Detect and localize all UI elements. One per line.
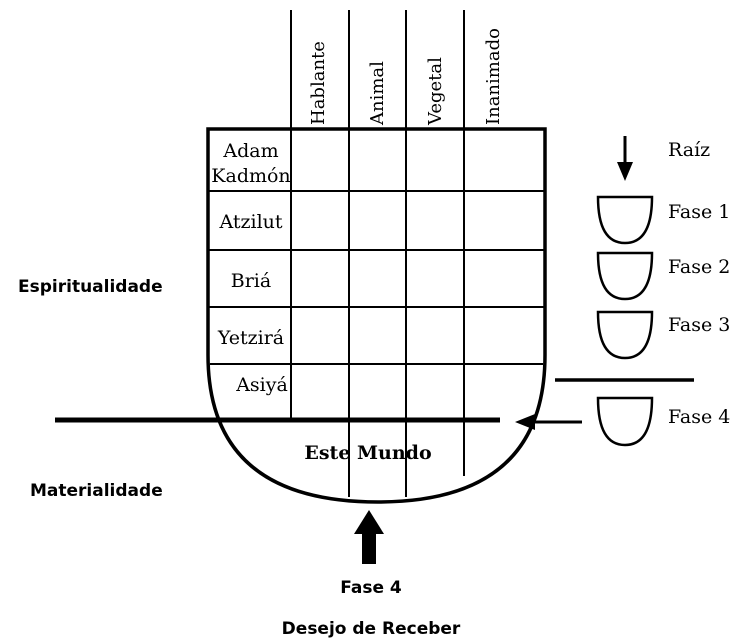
phase-label-1: Fase 1 [668, 201, 730, 223]
left-arrow-icon [515, 414, 582, 430]
root-arrow-icon [617, 136, 633, 181]
world-label-asiya: Asiyá [235, 374, 288, 396]
world-label-bria: Briá [231, 270, 271, 292]
world-label-yetzira: Yetzirá [217, 327, 284, 349]
world-label-kadmon: Kadmón [211, 165, 290, 187]
cup-icon-phase-4 [596, 396, 654, 447]
world-label-atzilut: Atzilut [218, 211, 282, 233]
row-lines [208, 190, 545, 365]
up-arrow-icon [354, 510, 384, 564]
world-label-adam: Adam [222, 140, 278, 162]
column-header-animal: Animal [367, 61, 388, 126]
phase-label-4: Fase 4 [668, 406, 730, 428]
phase-cup-icons [596, 195, 654, 447]
column-header-vegetal: Vegetal [425, 57, 446, 126]
column-header-hablante: Hablante [308, 41, 329, 125]
bottom-phase-label: Fase 4 [340, 578, 402, 598]
phase-label-3: Fase 3 [668, 314, 730, 336]
cup-icon-phase-3 [596, 310, 654, 360]
phase-label-2: Fase 2 [668, 256, 730, 278]
root-label: Raíz [668, 139, 710, 161]
vessel-outline [206, 127, 547, 504]
cup-icon-phase-2 [596, 251, 654, 301]
this-world-label: Este Mundo [304, 442, 431, 464]
bottom-desire-label: Desejo de Receber [282, 619, 461, 639]
column-header-inanimado: Inanimado [483, 28, 504, 125]
column-lines [290, 10, 465, 497]
materiality-label: Materialidade [30, 481, 163, 501]
cup-icon-phase-1 [596, 195, 654, 245]
spirituality-label: Espiritualidade [18, 277, 163, 297]
